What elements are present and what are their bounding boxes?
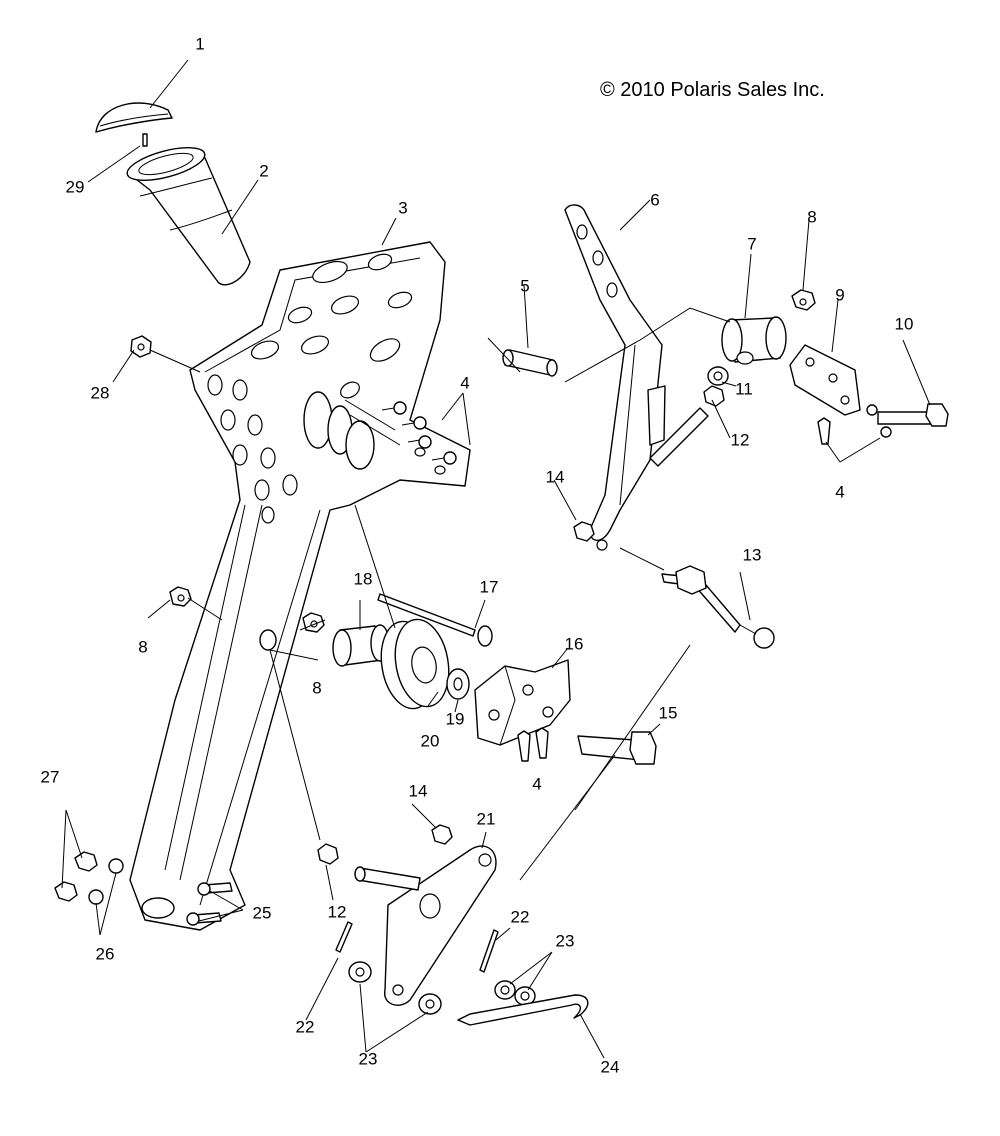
washers-23 bbox=[348, 961, 536, 1015]
callout-11: 11 bbox=[735, 379, 753, 398]
shift-lever-6 bbox=[564, 204, 666, 551]
knob-pin bbox=[142, 133, 148, 147]
screws-4-upper bbox=[381, 401, 457, 465]
callout-10: 10 bbox=[895, 314, 914, 333]
callout-18: 18 bbox=[354, 569, 373, 588]
callout-26: 26 bbox=[96, 944, 115, 963]
callout-14-upper: 14 bbox=[546, 467, 565, 486]
callout-7: 7 bbox=[747, 234, 756, 253]
rod-24 bbox=[457, 994, 589, 1026]
bolt-10 bbox=[877, 403, 949, 427]
shift-knob bbox=[126, 147, 251, 286]
knob-cap bbox=[95, 102, 173, 133]
bushing-8-left bbox=[169, 586, 192, 607]
callout-16: 16 bbox=[565, 634, 584, 653]
pulley-20 bbox=[380, 618, 450, 710]
callout-8-middle: 8 bbox=[312, 678, 321, 697]
callout-15: 15 bbox=[659, 703, 678, 722]
bolt-17 bbox=[377, 593, 493, 647]
screws-4-right bbox=[817, 404, 892, 445]
nut-14-lower bbox=[431, 824, 453, 845]
callout-12-upper: 12 bbox=[731, 430, 750, 449]
callout-4-lower: 4 bbox=[532, 774, 541, 793]
callout-23-right: 23 bbox=[556, 931, 575, 950]
callout-22-right: 22 bbox=[511, 907, 530, 926]
callout-27: 27 bbox=[41, 767, 60, 786]
callout-13: 13 bbox=[743, 545, 762, 564]
washer-19 bbox=[446, 668, 470, 700]
studs-25 bbox=[186, 882, 233, 926]
cable-end-13 bbox=[661, 565, 775, 649]
bushing-8-middle bbox=[302, 612, 325, 633]
callout-3: 3 bbox=[398, 198, 407, 217]
callout-22-left: 22 bbox=[296, 1017, 315, 1036]
nuts-27 bbox=[54, 851, 98, 902]
callout-1: 1 bbox=[195, 34, 204, 53]
mount-bracket-16 bbox=[474, 659, 571, 746]
nut-14-upper bbox=[573, 521, 595, 542]
callout-23-left: 23 bbox=[359, 1049, 378, 1068]
callout-6: 6 bbox=[650, 190, 659, 209]
callout-24: 24 bbox=[601, 1057, 620, 1076]
bolt-15 bbox=[577, 731, 657, 765]
shift-arm-21 bbox=[354, 845, 497, 1006]
callout-19: 19 bbox=[446, 709, 465, 728]
callout-2: 2 bbox=[259, 161, 268, 180]
callout-9: 9 bbox=[835, 285, 844, 304]
screws-4-lower bbox=[517, 727, 549, 762]
callout-4-upper: 4 bbox=[460, 373, 469, 392]
copyright-notice: © 2010 Polaris Sales Inc. bbox=[600, 79, 825, 101]
cotter-pin-22-right bbox=[479, 929, 499, 973]
callout-20: 20 bbox=[421, 731, 440, 750]
clip-12-upper bbox=[703, 385, 725, 407]
clip-12-lower bbox=[317, 843, 339, 865]
shifter-bracket bbox=[129, 241, 471, 931]
callouts: 1 29 2 3 28 4 8 27 26 25 12 18 17 20 19 … bbox=[41, 34, 914, 1076]
callout-17: 17 bbox=[480, 577, 499, 596]
nut-28 bbox=[130, 335, 152, 358]
cotter-pin-22-left bbox=[335, 921, 353, 953]
callout-14-lower: 14 bbox=[409, 781, 428, 800]
bushing-7 bbox=[721, 316, 787, 365]
bracket-9 bbox=[789, 344, 861, 416]
spacer-18 bbox=[332, 624, 390, 667]
leader-lines bbox=[61, 59, 931, 1059]
washer-11 bbox=[707, 366, 729, 386]
callout-8-right: 8 bbox=[807, 207, 816, 226]
callout-25: 25 bbox=[253, 903, 272, 922]
lever-shaft bbox=[649, 407, 709, 467]
callout-28: 28 bbox=[91, 383, 110, 402]
callout-5: 5 bbox=[520, 276, 529, 295]
bushing-8-right bbox=[791, 289, 816, 311]
callout-29: 29 bbox=[66, 177, 85, 196]
callout-12-lower: 12 bbox=[328, 902, 347, 921]
callout-21: 21 bbox=[477, 809, 496, 828]
callout-4-right: 4 bbox=[835, 482, 844, 501]
callout-8-left: 8 bbox=[138, 637, 147, 656]
